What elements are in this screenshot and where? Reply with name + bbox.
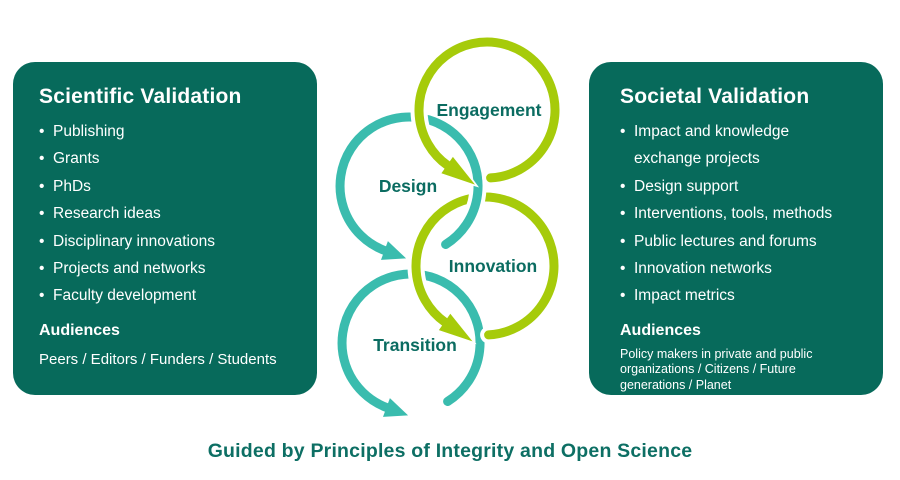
list-item-text: Grants — [53, 150, 100, 168]
societal-item-list: •Impact and knowledge exchange projects … — [620, 118, 859, 310]
list-item: • Disciplinary innovations — [39, 228, 293, 255]
list-item-text: Disciplinary innovations — [53, 232, 215, 250]
bullet-icon: • — [39, 260, 45, 278]
list-item: • Faculty development — [39, 282, 293, 309]
scientific-item-list: • Publishing • Grants • PhDs • Research idea… — [39, 118, 293, 310]
audiences-heading: Audiences — [620, 321, 701, 339]
engagement-arrow-circle — [410, 33, 564, 188]
arc-stroke — [335, 112, 483, 256]
list-item-text: PhDs — [53, 177, 91, 195]
arrowhead-icon — [441, 156, 475, 185]
scientific-validation-panel: Scientific Validation • Publishing • Grant… — [13, 62, 317, 395]
bullet-icon: • — [620, 123, 626, 140]
list-item-text: Interventions, tools, methods — [634, 205, 833, 223]
list-item-text: Publishing — [53, 123, 125, 140]
cycle-label-innovation: Innovation — [449, 256, 537, 276]
audiences-heading: Audiences — [39, 321, 120, 339]
cycle-label-design: Design — [379, 176, 437, 196]
list-item: • Public lectures and forums — [620, 228, 859, 255]
bullet-icon: • — [39, 205, 45, 223]
audiences-text: Policy makers in private and public orga… — [620, 346, 813, 392]
bullet-icon: • — [39, 150, 45, 168]
list-item: • PhDs — [39, 173, 293, 200]
footer-caption: Guided by Principles of Integrity and Op… — [207, 440, 693, 462]
arrowhead-icon — [381, 241, 407, 260]
list-item-text: Projects and networks — [53, 260, 206, 278]
bullet-icon: • — [620, 177, 626, 195]
list-item-text: Impact and knowledge exchange projects — [634, 123, 790, 168]
societal-validation-panel: Societal Validation • Impact and knowledg… — [589, 62, 883, 395]
arrowhead-icon — [383, 398, 409, 417]
list-item-text: Innovation networks — [634, 260, 772, 278]
bullet-icon: • — [39, 232, 45, 250]
bullet-icon: • — [39, 177, 45, 195]
bullet-icon: • — [39, 123, 45, 140]
cycle-label-engagement: Engagement — [436, 100, 541, 120]
arc-stroke — [411, 192, 559, 340]
list-item-text: Design support — [634, 177, 739, 195]
list-item: • Grants — [39, 145, 293, 172]
list-item: • Publishing — [39, 118, 293, 145]
list-item: • Interventions, tools, methods — [620, 200, 859, 227]
arrowhead-icon — [438, 313, 473, 342]
bullet-icon: • — [620, 232, 626, 250]
arc-stroke — [414, 37, 560, 183]
bullet-icon: • — [620, 260, 626, 278]
transition-arrow-circle — [333, 265, 489, 420]
list-item: • Impact metrics — [620, 282, 859, 309]
scientific-panel-title: Scientific Validation — [39, 85, 242, 108]
list-item: • Impact and knowledge exchange projects — [620, 118, 859, 173]
list-item: • Design support — [620, 173, 859, 200]
arc-stroke — [337, 269, 485, 413]
bullet-icon: • — [620, 287, 626, 305]
cycle-label-transition: Transition — [373, 335, 457, 355]
innovation-arrow-circle — [407, 188, 563, 345]
list-item-text: Faculty development — [53, 287, 197, 305]
list-item: • Innovation networks — [620, 255, 859, 282]
bullet-icon: • — [620, 205, 626, 223]
list-item-text: Research ideas — [53, 205, 161, 223]
audiences-text: Peers / Editors / Funders / Students — [39, 350, 277, 368]
list-item: • Projects and networks — [39, 255, 293, 282]
bullet-icon: • — [39, 287, 45, 305]
list-item-text: Public lectures and forums — [634, 232, 817, 250]
list-item: • Research ideas — [39, 200, 293, 227]
design-arrow-circle — [331, 108, 487, 263]
cycle-arcs — [331, 33, 564, 420]
societal-panel-title: Societal Validation — [620, 85, 810, 108]
list-item-text: Impact metrics — [634, 287, 735, 305]
